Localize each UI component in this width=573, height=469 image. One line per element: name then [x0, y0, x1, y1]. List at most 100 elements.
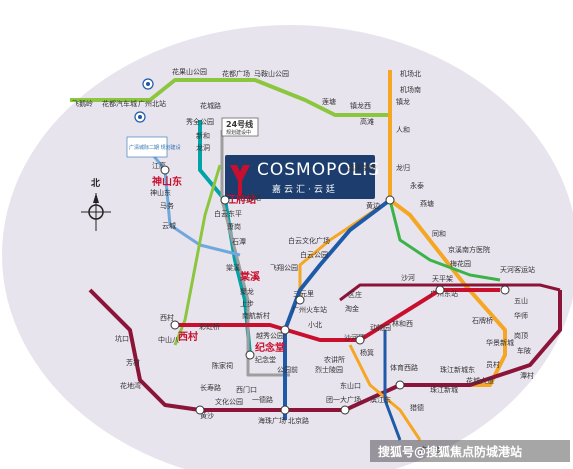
- station-label: 燕塘: [420, 199, 434, 208]
- station-label: 镇龙: [396, 97, 410, 106]
- brand-subtitle: 嘉云汇·云廷: [272, 183, 338, 195]
- station-label: 马鞍山公园: [254, 69, 289, 78]
- line-24-label: 24号线: [226, 119, 253, 129]
- brand-name: COSMOPOLIS: [257, 160, 380, 180]
- station-label: 沙河: [401, 274, 415, 282]
- line-2-blue: [283, 198, 392, 420]
- highlight-station-jiangfu: 江府站: [226, 193, 256, 206]
- highlight-station-xicun: 西村: [178, 330, 198, 343]
- line-guangqing-green: [173, 164, 222, 346]
- station-label: 镇龙西: [350, 101, 371, 110]
- line-airport-green: [70, 78, 390, 117]
- station-label: 飞翔公园: [270, 263, 298, 272]
- compass: 北: [81, 177, 111, 231]
- station-label: 马务: [160, 201, 174, 210]
- station-label: 林和西: [392, 319, 413, 328]
- station-label: 白云文化广场: [288, 236, 330, 245]
- station-label: 坑口: [115, 334, 129, 343]
- station-label: 江高: [152, 161, 166, 170]
- station-label: 车陂: [517, 346, 531, 355]
- watermark: 搜狐号@搜狐焦点防城港站: [378, 444, 522, 459]
- station-label: 文化公园: [215, 397, 243, 406]
- line-blue-south: [383, 330, 402, 441]
- highlight-station-shenshandong: 神山东: [152, 175, 182, 188]
- station-label: 高滩: [360, 117, 374, 126]
- station-label: 芳村: [126, 358, 140, 367]
- station-label: 新和: [196, 131, 210, 140]
- station-label: 天河客运站: [500, 265, 535, 274]
- station-label: 农讲所: [324, 355, 345, 364]
- station-label: 潭村: [520, 371, 534, 380]
- station-label: 石牌桥: [472, 316, 493, 325]
- station-label: 小北: [308, 320, 322, 329]
- station-label: 同和: [432, 229, 446, 238]
- brand-logo-icon: [230, 165, 250, 196]
- station-label: 烈士陵园: [315, 365, 343, 374]
- station-label: 永泰: [410, 181, 424, 190]
- station-label: 广州火车站: [292, 305, 327, 314]
- station-label: 萧岗: [227, 222, 241, 231]
- station-label: 龙归: [396, 163, 410, 172]
- station-label: 聚龙: [240, 287, 254, 296]
- station-label: 岗顶: [514, 332, 528, 340]
- planned-note-box: 广清城际二期 规划建设: [126, 136, 181, 158]
- background-ellipse: [2, 25, 573, 469]
- station-labels: 飞鹅岭 花都汽车城 广州北站 花果山公园 花城路 花都广场 马鞍山公园 莲塘 镇…: [72, 67, 535, 454]
- line-1-red: [175, 288, 500, 342]
- station-label: 长寿路: [200, 383, 221, 392]
- airport-pin-icon: [142, 78, 154, 90]
- station-label: 中山八: [158, 335, 179, 344]
- line-24-gray: [220, 130, 290, 377]
- station-label: 人和: [396, 125, 410, 134]
- station-label: 西村: [160, 313, 174, 322]
- station-pin-icon: [134, 111, 146, 123]
- highlight-station-jiniantang: 纪念堂: [255, 341, 285, 354]
- station-label: 花城路: [200, 101, 221, 110]
- station-label: 华师: [514, 311, 528, 320]
- station-label: 猎德: [410, 403, 424, 412]
- line-24-badge: 24号线 规划建设中: [221, 117, 259, 137]
- line-green-east: [388, 199, 501, 282]
- station-label: 龙洞: [196, 143, 210, 152]
- station-label: 云城: [162, 222, 176, 230]
- station-label: 纪念堂: [255, 355, 276, 364]
- station-label: 沙河顶: [344, 334, 365, 342]
- station-label: 白云公园: [300, 250, 328, 259]
- station-label: 东山口: [340, 381, 361, 390]
- station-label: 珠江新城: [430, 385, 458, 394]
- station-label: 广州塔: [420, 445, 441, 454]
- station-label: 海珠广场: [258, 416, 286, 425]
- station-label: 华景新城: [486, 338, 514, 347]
- station-label: 机场北: [400, 69, 421, 78]
- station-label: 秀全公园: [186, 117, 214, 126]
- brand-logo-panel: COSMOPOLIS 嘉云汇·云廷: [225, 155, 380, 199]
- station-label: 花都广场: [222, 69, 250, 78]
- station-label: 体育西路: [390, 363, 418, 372]
- line-sky-blue: [143, 144, 241, 257]
- station-label: 北京路: [288, 416, 309, 425]
- station-label: 西门口: [236, 385, 257, 394]
- station-label: 滨江东: [370, 395, 391, 404]
- station-label: 棠溪: [226, 263, 240, 272]
- station-label: 南航新村: [242, 311, 270, 320]
- station-label: 天平架: [432, 275, 453, 283]
- station-label: 嘉禾望岗: [348, 163, 376, 172]
- station-label: 莲塘: [322, 97, 336, 106]
- station-label: 淘金: [345, 304, 359, 313]
- highlight-station-tangxi: 棠溪: [239, 270, 261, 283]
- station-label: 一德路: [252, 395, 273, 404]
- line-24-sub: 规划建设中: [226, 129, 251, 136]
- station-label: 白云东平: [214, 209, 242, 218]
- station-label: 珠江新城东: [440, 365, 475, 374]
- station-label: 梅花园: [450, 259, 471, 268]
- station-label: 京溪南方医院: [448, 245, 490, 254]
- station-label: 团一大广场: [326, 395, 361, 404]
- station-label: 五山: [514, 296, 528, 305]
- station-label: 上步: [240, 299, 254, 308]
- station-label: 动物园: [370, 323, 391, 332]
- station-label: 江府站: [240, 193, 261, 202]
- station-label: 公园前: [277, 365, 298, 374]
- station-label: 陈家祠: [212, 361, 233, 370]
- compass-north-label: 北: [91, 177, 100, 189]
